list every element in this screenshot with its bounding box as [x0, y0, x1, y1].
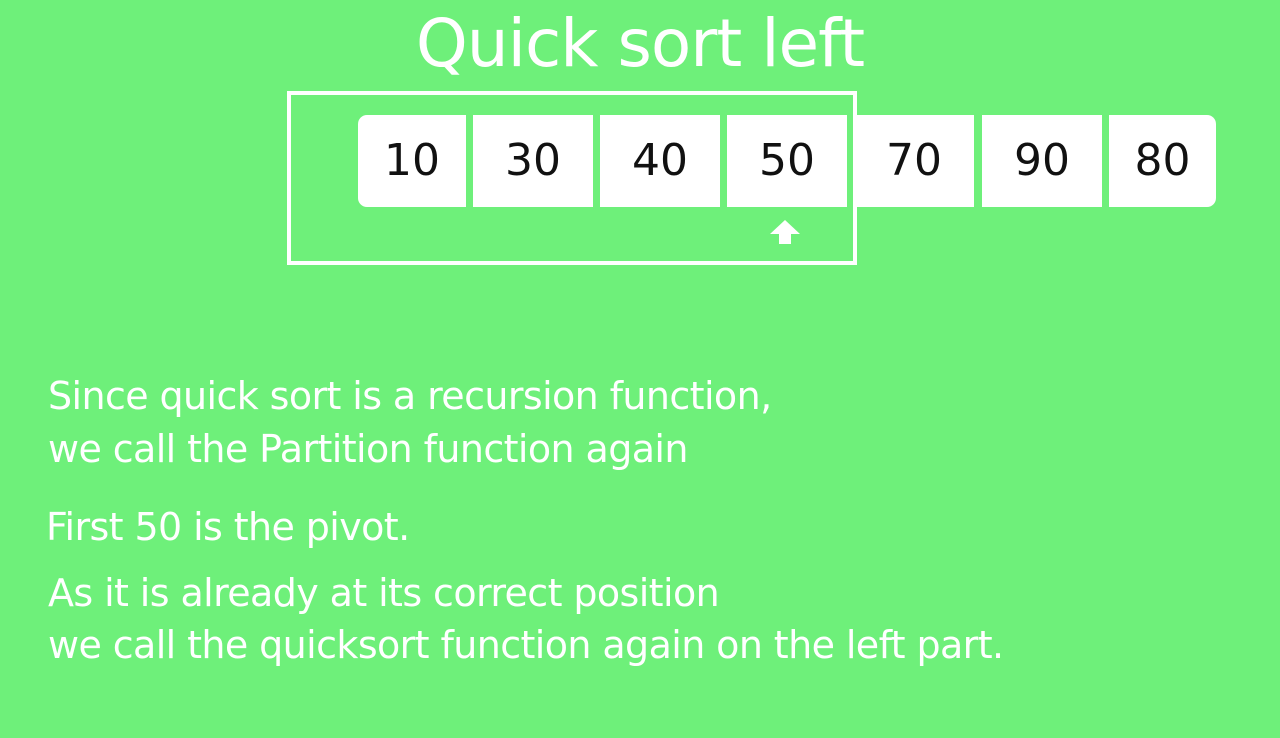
array-cell: 10: [358, 115, 466, 207]
array-cell: 90: [982, 115, 1102, 207]
explanation-line: Since quick sort is a recursion function…: [48, 374, 772, 418]
explanation-line: we call the Partition function again: [48, 427, 688, 471]
explanation-line: we call the quicksort function again on …: [48, 623, 1004, 667]
explanation-line: First 50 is the pivot.: [46, 505, 410, 549]
explanation-line: As it is already at its correct position: [48, 571, 720, 615]
arrow-up-icon: [770, 220, 800, 244]
array-cell: 70: [854, 115, 974, 207]
array-cell: 80: [1109, 115, 1216, 207]
page-title: Quick sort left: [415, 5, 865, 82]
partition-range-box: [287, 91, 857, 265]
array-cell: 40: [600, 115, 720, 207]
array-cell: 50: [727, 115, 847, 207]
array-cell: 30: [473, 115, 593, 207]
